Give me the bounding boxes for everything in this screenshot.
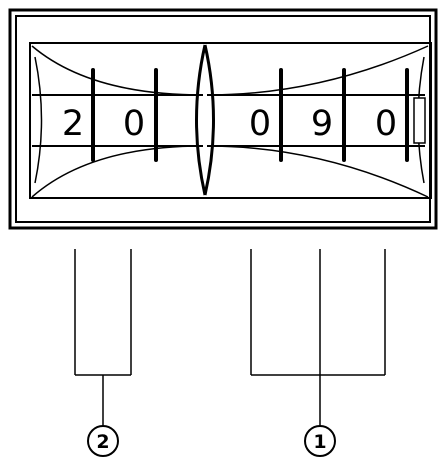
digit-right-1: 0 [249,104,271,144]
left-drum-lower-curve [31,145,204,198]
callout-1: 1 [304,425,336,457]
left-drum-upper-curve [31,45,204,96]
left-drum-edge-curve [34,56,43,184]
divider-right-curve [203,44,215,196]
digit-separators [91,68,409,162]
counter-housing [8,8,438,230]
counter-digits: 2 0 0 9 0 [62,104,397,144]
callout-2: 2 [87,425,119,457]
right-drum-upper-curve [206,45,429,96]
divider-left-curve [195,44,207,196]
housing-outer-border [8,8,438,230]
callout-2-circle [87,425,119,457]
digit-right-3: 0 [375,104,397,144]
digit-left-1: 2 [62,104,84,144]
callout-1-circle [304,425,336,457]
right-end-tab [413,97,426,144]
digit-right-2: 9 [311,104,333,144]
counter-window [29,42,432,199]
callout-2-label: 2 [96,431,109,453]
leader-lines-2 [74,249,132,427]
leader-lines-1 [250,249,386,427]
callout-1-label: 1 [313,431,326,453]
group-divider [195,44,215,196]
digit-left-2: 0 [123,104,145,144]
right-drum-lower-curve [206,145,429,198]
right-drum-window [206,45,429,198]
left-drum-window [31,45,204,198]
